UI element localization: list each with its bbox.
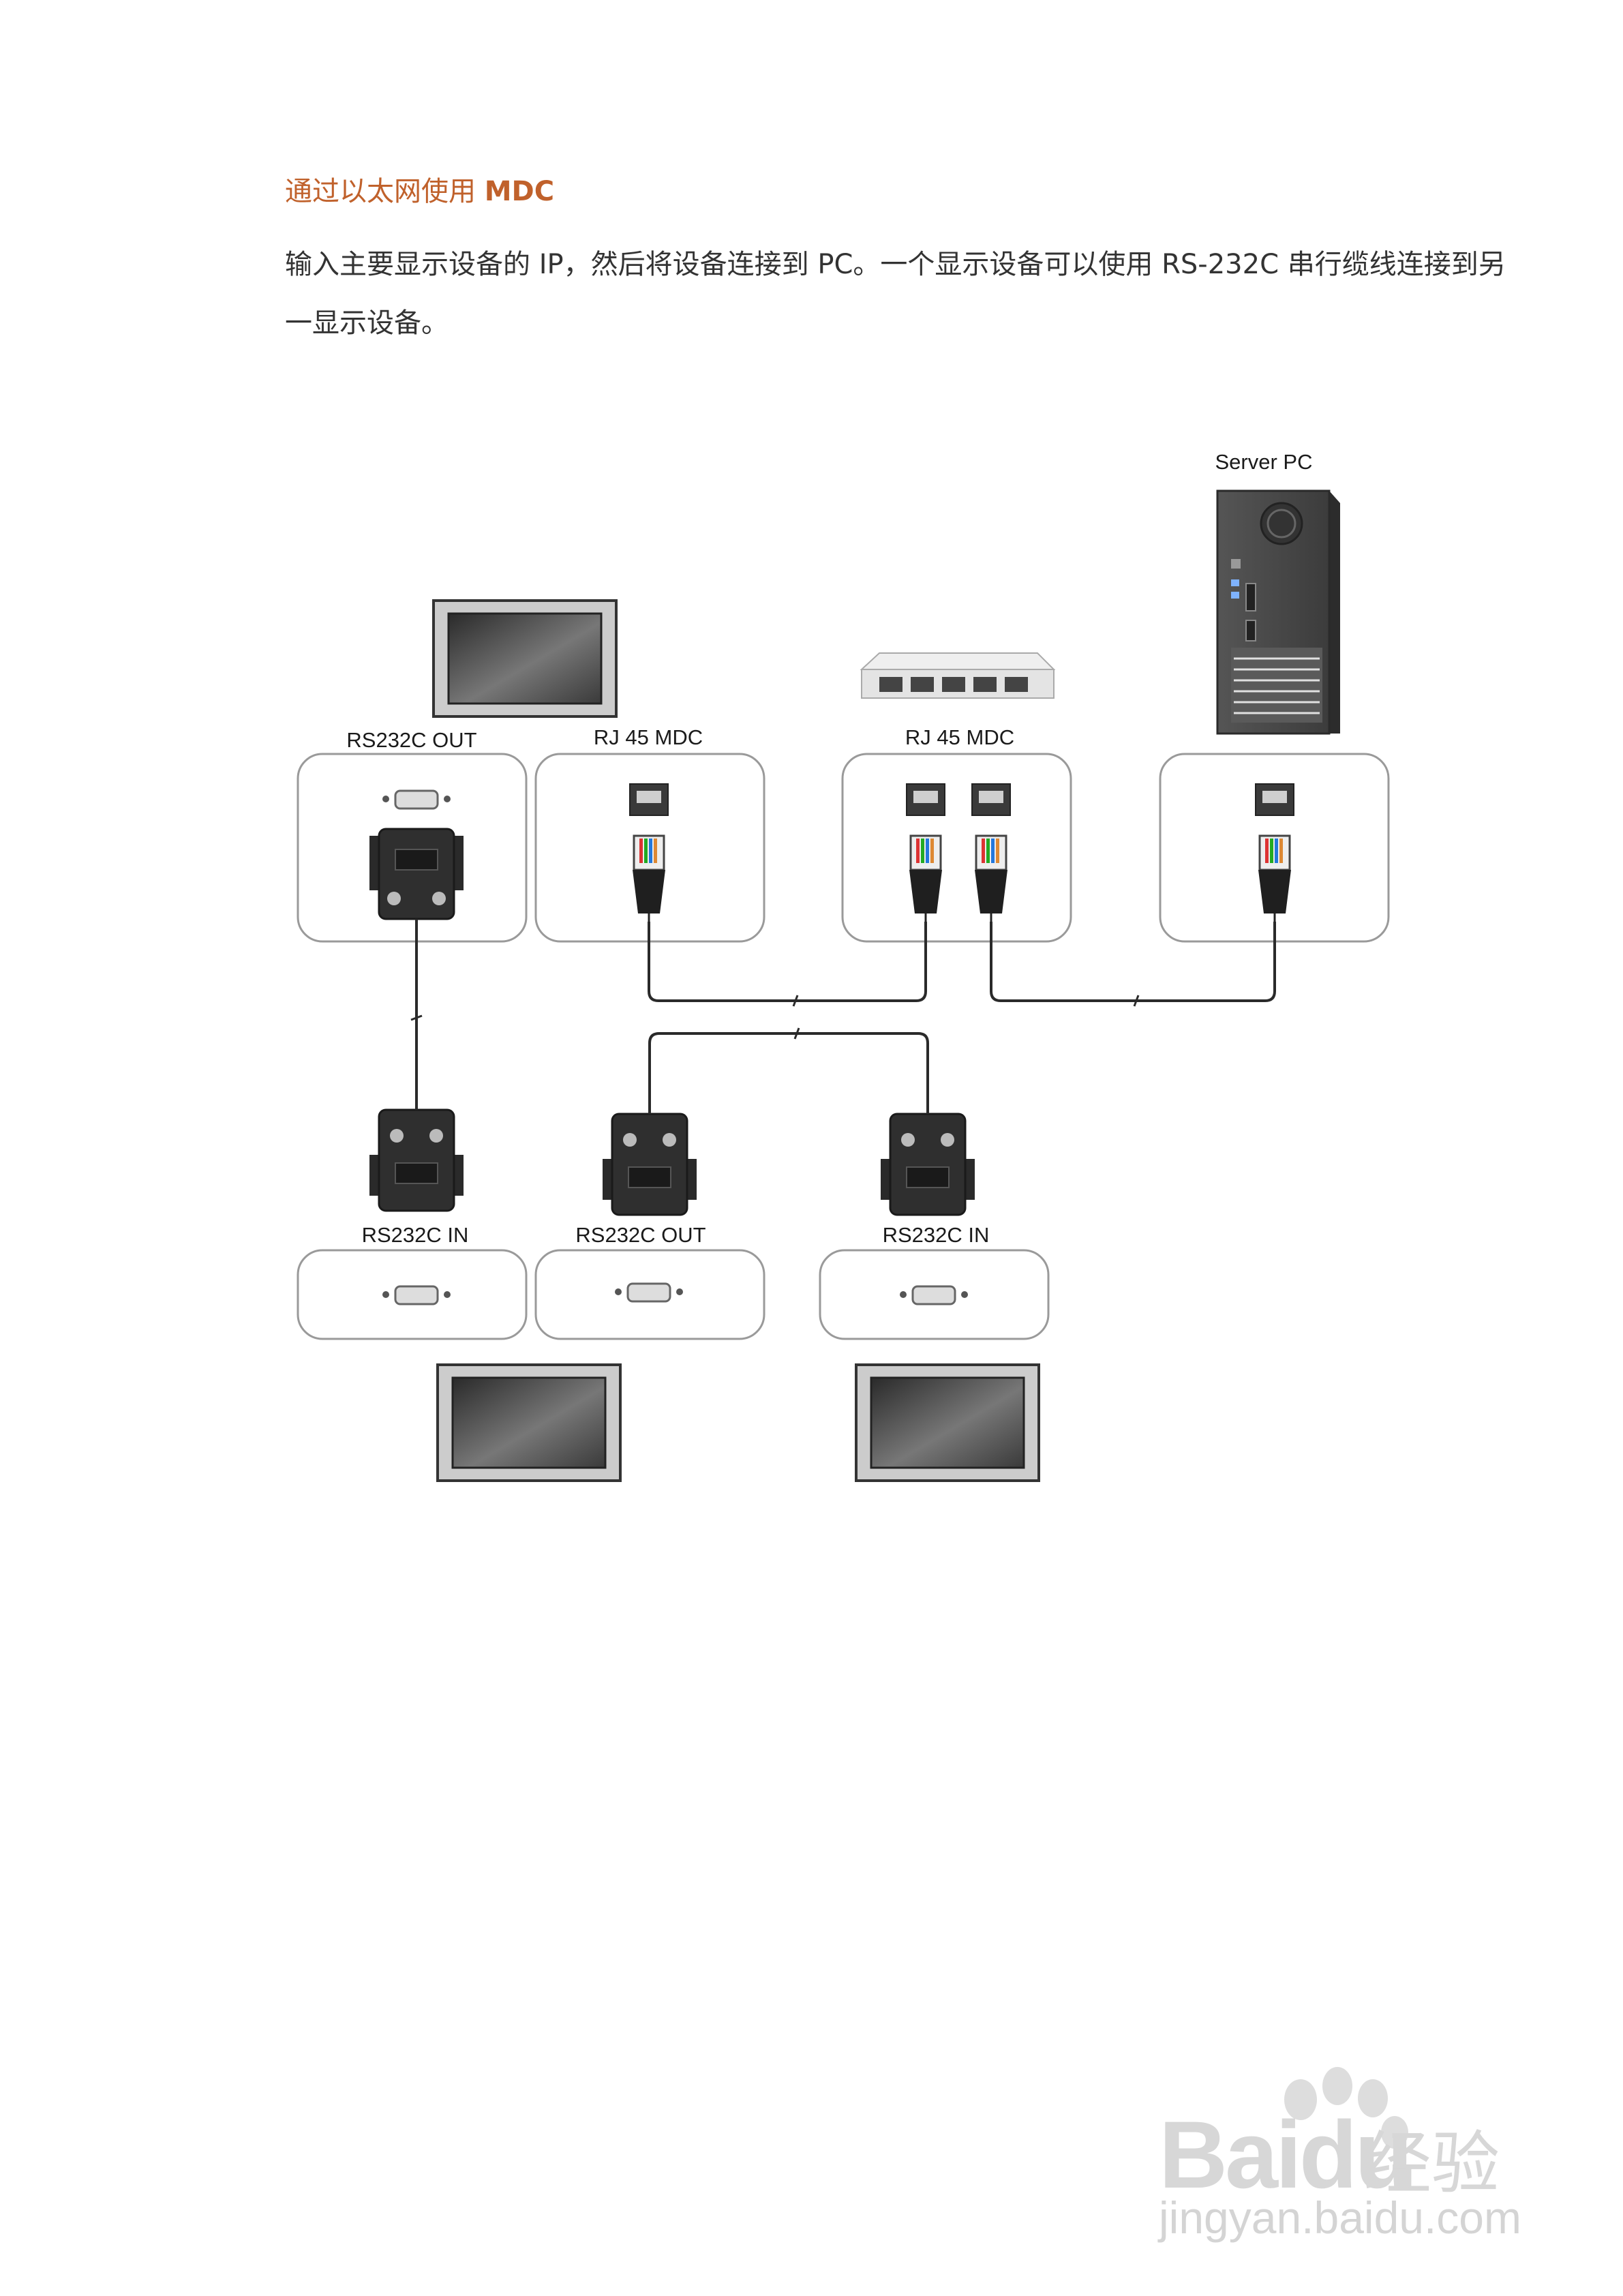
label-server-pc: Server PC [1215,450,1313,474]
serial-cable-middle [648,1032,929,1114]
monitor-bottom-right [855,1363,1040,1482]
rj45-plug-icon [1258,834,1291,922]
watermark-url: jingyan.baidu.com [1159,2192,1521,2243]
label-rs232c-in-left: RS232C IN [361,1223,469,1247]
baidu-paw-logo [1284,2067,1408,2149]
server-pc-tower [1216,489,1340,735]
rj45-plug-icon [633,834,665,922]
rj45-plug-icon [975,834,1007,922]
monitor-top-left [432,599,618,718]
watermark-brand: Baidu [1159,2101,1413,2208]
ethernet-cable-display-hub [648,922,927,1002]
intro-paragraph: 输入主要显示设备的 IP，然后将设备连接到 PC。一个显示设备可以使用 RS-2… [285,249,1506,339]
heading-prefix: 通过以太网使用 [285,176,485,207]
label-rs232c-out-top: RS232C OUT [346,728,477,752]
db9-connector-icon [881,1113,975,1216]
monitor-bottom-left [436,1363,622,1482]
panel-rj45-hub [841,753,1072,943]
watermark-brand-cn: 经验 [1363,2124,1500,2203]
rj45-plug-icon [909,834,942,922]
page-heading: 通过以太网使用 MDC [285,169,554,209]
network-switch [860,652,1056,699]
serial-port-icon [382,1285,451,1305]
serial-port-icon [615,1282,683,1303]
label-rj45-mdc-hub: RJ 45 MDC [905,725,1015,749]
label-rj45-mdc-left: RJ 45 MDC [593,725,703,749]
serial-port-icon [382,789,451,810]
serial-port-icon [900,1285,968,1305]
db9-connector-icon [369,1108,464,1212]
db9-connector-icon [603,1113,697,1216]
label-rs232c-out-bottom: RS232C OUT [575,1223,706,1247]
db9-connector-icon [369,828,464,920]
heading-bold: MDC [484,176,555,207]
label-rs232c-in-right: RS232C IN [882,1223,990,1247]
ethernet-cable-hub-pc [990,922,1276,1002]
